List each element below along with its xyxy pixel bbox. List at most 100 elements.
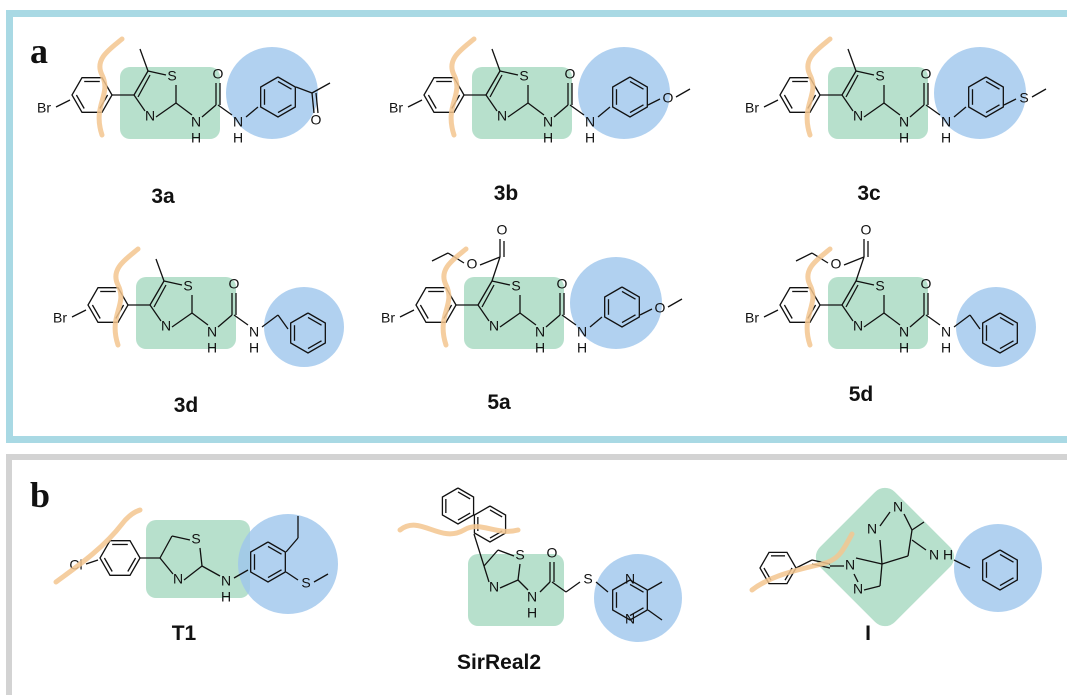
bond	[313, 573, 329, 583]
aromatic-double-bond	[127, 557, 137, 572]
benzene-ring	[759, 551, 797, 585]
thiazole-bond	[491, 280, 511, 286]
thiazole-double-bond	[845, 74, 859, 98]
atom-N: N	[625, 611, 635, 627]
benzene-ring	[982, 549, 1018, 591]
thiazole-bond	[171, 312, 193, 328]
aryl-highlight	[238, 514, 338, 614]
bond	[285, 537, 299, 553]
aromatic-double-bond	[75, 94, 85, 109]
bond	[431, 252, 449, 262]
atom-O: O	[921, 66, 932, 82]
aromatic-double-bond	[307, 316, 322, 326]
atom-N: N	[899, 324, 909, 340]
atom-N: N	[535, 324, 545, 340]
atom-H: H	[899, 130, 909, 146]
atom-O: O	[861, 222, 872, 238]
bond	[879, 511, 891, 527]
thiazole-bond	[149, 304, 162, 322]
atom-O: O	[467, 256, 478, 272]
bond	[159, 557, 174, 575]
aromatic-double-bond	[457, 491, 471, 500]
bond	[639, 308, 653, 316]
atom-N: N	[929, 547, 939, 563]
benzene-ring	[982, 312, 1018, 354]
atom-S: S	[167, 68, 176, 84]
bond	[479, 256, 501, 266]
atom-N: N	[221, 573, 231, 589]
bond	[855, 256, 865, 282]
aromatic-double-bond	[103, 557, 113, 572]
atom-N: N	[625, 571, 635, 587]
thiazole-bond	[507, 102, 529, 118]
bond	[483, 565, 490, 583]
atom-H: H	[543, 130, 553, 146]
aromatic-double-bond	[999, 340, 1014, 350]
atom-N: N	[233, 114, 243, 130]
bond	[261, 314, 279, 328]
bond	[159, 535, 173, 559]
aryl-highlight	[264, 287, 344, 367]
hydrophobic-trace	[440, 246, 469, 348]
bond	[545, 314, 561, 328]
bond	[483, 549, 499, 567]
atom-S: S	[301, 575, 310, 591]
thiazole-bond	[485, 94, 498, 112]
atom-N: N	[867, 521, 877, 537]
bond	[879, 539, 883, 565]
thiazole-bond	[855, 70, 875, 76]
atom-Br: Br	[745, 100, 759, 116]
bond	[911, 521, 925, 531]
atom-H: H	[233, 130, 243, 146]
thiazole-bond	[841, 280, 857, 306]
bond	[201, 104, 217, 118]
methyl-bond	[491, 48, 501, 72]
bond	[953, 559, 971, 569]
thiazole-core-highlight	[146, 520, 250, 598]
thiazole-bond	[477, 304, 490, 322]
bond	[569, 104, 585, 116]
aromatic-double-bond	[985, 80, 1000, 90]
methyl-bond	[847, 48, 857, 72]
bond	[647, 581, 663, 591]
bond	[217, 314, 233, 328]
thiazole-bond	[499, 70, 519, 76]
methyl-bond	[155, 258, 165, 282]
atom-N: N	[489, 579, 499, 595]
thiazole-double-bond	[481, 284, 495, 308]
atom-H: H	[941, 130, 951, 146]
atom-Br: Br	[745, 310, 759, 326]
hydrophobic-trace	[96, 36, 125, 138]
bond	[1003, 98, 1017, 106]
bond	[667, 298, 683, 308]
atom-S: S	[519, 68, 528, 84]
bond	[517, 579, 529, 591]
bond	[925, 104, 941, 116]
atom-N: N	[161, 318, 171, 334]
bond	[911, 539, 927, 551]
aromatic-double-bond	[457, 512, 471, 521]
atom-N: N	[527, 589, 537, 605]
compound-label-3a: 3a	[151, 185, 175, 208]
atom-O: O	[229, 276, 240, 292]
atom-S: S	[511, 278, 520, 294]
panel-a-letter: a	[30, 31, 48, 71]
bond	[499, 579, 519, 589]
atom-N: N	[899, 114, 909, 130]
bond	[519, 312, 537, 326]
thiazole-bond	[155, 102, 177, 118]
thiazole-bond	[163, 280, 183, 286]
aromatic-double-bond	[629, 80, 644, 90]
atom-N: N	[173, 571, 183, 587]
bond	[969, 314, 981, 330]
hydrophobic-trace	[804, 246, 833, 348]
aromatic-double-bond	[621, 314, 636, 324]
bond	[853, 573, 859, 583]
atom-H: H	[943, 547, 953, 563]
thiazole-double-bond	[845, 284, 859, 308]
